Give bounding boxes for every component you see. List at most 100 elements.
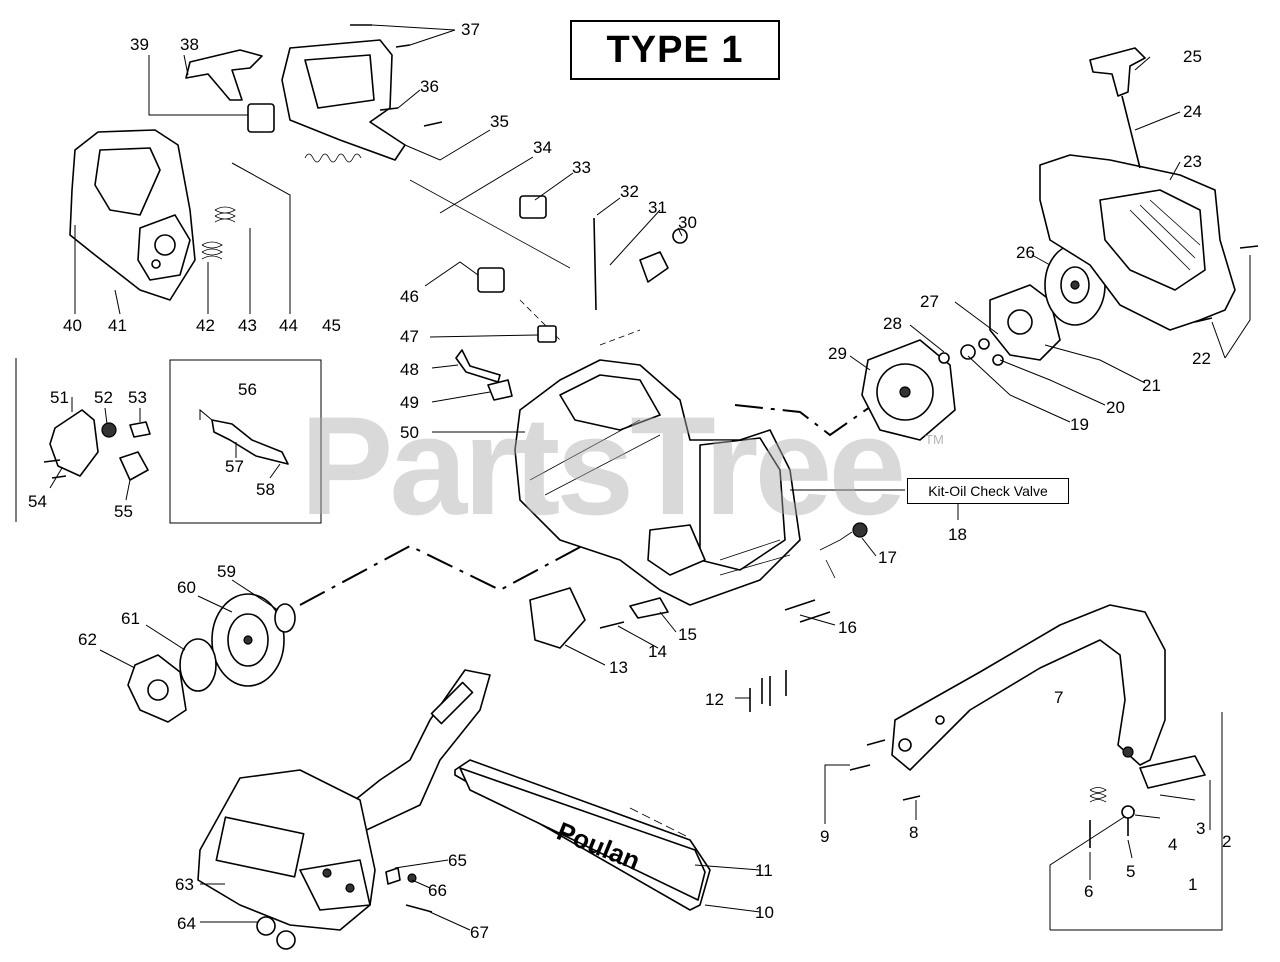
callout-56: 56 <box>238 380 257 399</box>
rear-handle-assembly <box>185 24 443 161</box>
callout-19: 19 <box>1070 415 1089 434</box>
callout-14: 14 <box>648 642 667 661</box>
callout-22: 22 <box>1192 349 1211 368</box>
callout-66: 66 <box>428 881 447 900</box>
nuts-64 <box>256 916 296 950</box>
callout-25: 25 <box>1183 47 1202 66</box>
callout-30: 30 <box>678 213 697 232</box>
watermark-trademark: TM <box>925 432 944 447</box>
callout-44: 44 <box>279 316 298 335</box>
callout-46: 46 <box>400 287 419 306</box>
starter-handle-24-25 <box>1089 47 1146 169</box>
callout-33: 33 <box>572 158 591 177</box>
front-handle-cover <box>69 129 196 301</box>
guide-bar-10: Poulan <box>454 759 711 911</box>
springs-42-43 <box>201 206 236 260</box>
callout-4: 4 <box>1168 835 1177 854</box>
callout-51: 51 <box>50 388 69 407</box>
clutch-62 <box>127 654 187 723</box>
alignment-line-chassis <box>519 299 641 346</box>
callout-57: 57 <box>225 457 244 476</box>
callout-61: 61 <box>121 609 140 628</box>
callout-5: 5 <box>1126 862 1135 881</box>
callout-2: 2 <box>1222 832 1231 851</box>
type-title-box: TYPE 1 <box>570 20 780 80</box>
alignment-line-flywheel <box>734 399 881 437</box>
callout-labels: 1 2 3 4 5 6 7 8 9 10 11 12 13 14 15 16 1… <box>28 20 1231 942</box>
small-parts-46-49 <box>409 179 688 401</box>
callout-15: 15 <box>678 625 697 644</box>
callout-12: 12 <box>705 690 724 709</box>
starter-housing-23 <box>1039 154 1236 331</box>
type-title: TYPE 1 <box>606 28 744 71</box>
callout-20: 20 <box>1106 398 1125 417</box>
callout-59: 59 <box>217 562 236 581</box>
callout-39: 39 <box>130 35 149 54</box>
callout-16: 16 <box>838 618 857 637</box>
callout-35: 35 <box>490 112 509 131</box>
callout-62: 62 <box>78 630 97 649</box>
callout-52: 52 <box>94 388 113 407</box>
callout-43: 43 <box>238 316 257 335</box>
callout-24: 24 <box>1183 102 1202 121</box>
callout-23: 23 <box>1183 152 1202 171</box>
leader-lines <box>49 24 1251 931</box>
callout-6: 6 <box>1084 882 1093 901</box>
throttle-spring-35 <box>304 153 362 163</box>
callout-40: 40 <box>63 316 82 335</box>
screws-22 <box>1194 245 1259 323</box>
studs-12 <box>749 670 787 712</box>
callout-26: 26 <box>1016 243 1035 262</box>
parts-65-67 <box>385 867 433 913</box>
callout-38: 38 <box>180 35 199 54</box>
callout-45: 45 <box>322 316 341 335</box>
callout-17: 17 <box>878 548 897 567</box>
callout-21: 21 <box>1142 376 1161 395</box>
callout-32: 32 <box>620 182 639 201</box>
callout-3: 3 <box>1196 819 1205 838</box>
callout-7: 7 <box>1054 688 1063 707</box>
oil-pump-assembly <box>43 409 151 481</box>
callout-48: 48 <box>400 360 419 379</box>
washer-59 <box>274 603 296 633</box>
kit-oil-check-valve-label: Kit-Oil Check Valve <box>928 483 1048 499</box>
callout-65: 65 <box>448 851 467 870</box>
callout-31: 31 <box>648 198 667 217</box>
callout-53: 53 <box>128 388 147 407</box>
callout-63: 63 <box>175 875 194 894</box>
callout-10: 10 <box>755 903 774 922</box>
oil-check-valve <box>819 522 868 579</box>
bolts-16 <box>784 599 831 623</box>
callout-60: 60 <box>177 578 196 597</box>
callout-41: 41 <box>108 316 127 335</box>
handle-mount-parts-1-6 <box>1089 755 1206 848</box>
chain-adjuster-13 <box>529 587 586 649</box>
bolt-14 <box>599 621 625 629</box>
callout-27: 27 <box>920 292 939 311</box>
callout-9: 9 <box>820 827 829 846</box>
callout-54: 54 <box>28 492 47 511</box>
clutch-plate-61 <box>179 638 217 692</box>
saw-chain-11 <box>629 807 687 837</box>
sprocket-cover-63 <box>197 769 376 931</box>
clutch-drum-60 <box>211 593 285 687</box>
callout-36: 36 <box>420 77 439 96</box>
alignment-line-clutch <box>299 514 641 606</box>
callout-67: 67 <box>470 923 489 942</box>
callout-64: 64 <box>177 914 196 933</box>
callout-49: 49 <box>400 393 419 412</box>
callout-47: 47 <box>400 327 419 346</box>
bar-plate-15 <box>629 597 669 619</box>
callout-8: 8 <box>909 823 918 842</box>
callout-37: 37 <box>461 20 480 39</box>
callout-50: 50 <box>400 423 419 442</box>
callout-18: 18 <box>948 525 967 544</box>
callout-55: 55 <box>114 502 133 521</box>
front-handlebar-7 <box>891 604 1166 771</box>
kit-oil-check-valve-box: Kit-Oil Check Valve <box>907 478 1069 504</box>
chassis-crankcase <box>514 359 801 606</box>
callout-13: 13 <box>609 658 628 677</box>
callout-34: 34 <box>533 138 552 157</box>
callout-42: 42 <box>196 316 215 335</box>
